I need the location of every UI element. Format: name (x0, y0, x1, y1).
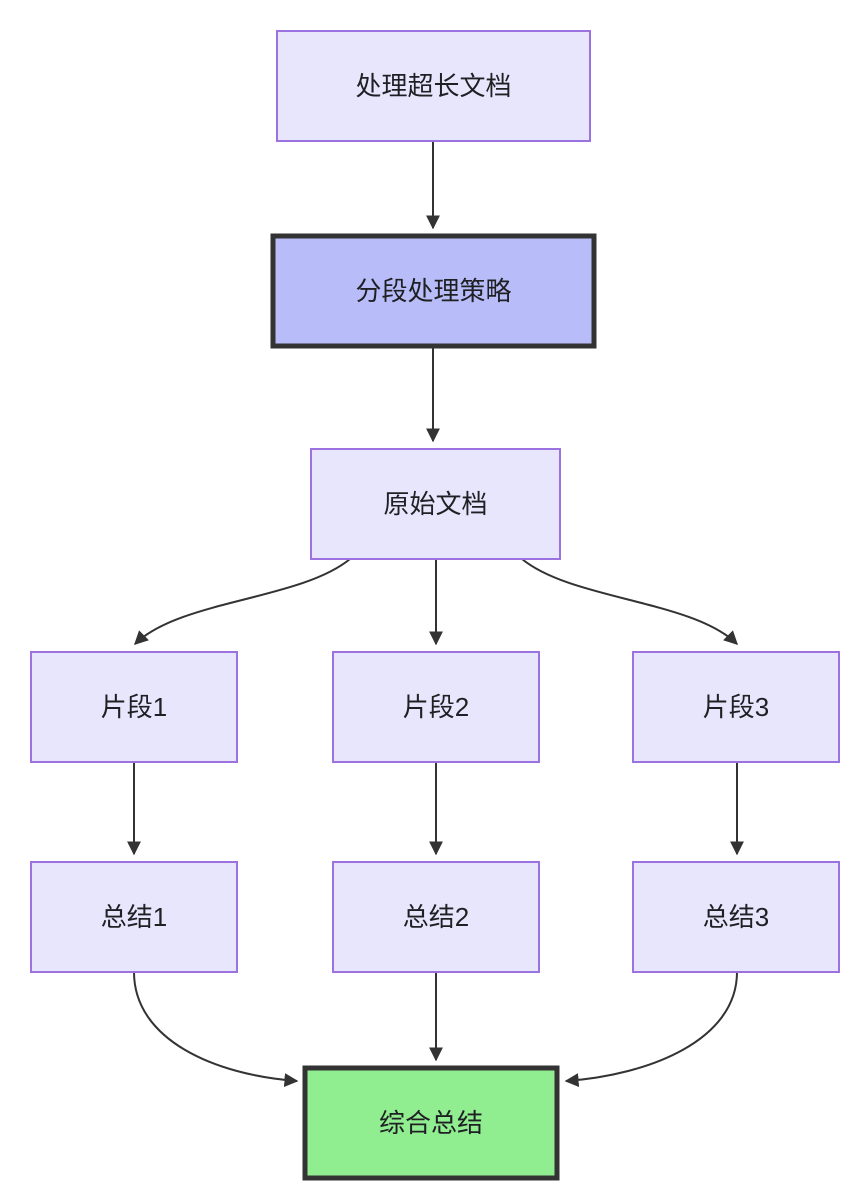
edge-n3-n4 (133, 558, 351, 645)
node-label: 原始文档 (383, 489, 487, 519)
node-label: 片段1 (101, 692, 167, 722)
node-box[interactable] (332, 861, 540, 973)
node-box[interactable] (632, 651, 840, 763)
node-box[interactable] (310, 448, 561, 560)
node-label: 总结2 (403, 902, 469, 932)
node-box[interactable] (302, 1065, 560, 1181)
node-box[interactable] (332, 651, 540, 763)
node-label: 片段2 (403, 692, 469, 722)
node-label: 分段处理策略 (355, 276, 511, 306)
node-summary-3[interactable]: 总结3 (632, 861, 840, 973)
node-label: 总结1 (101, 902, 167, 932)
node-summary-2[interactable]: 总结2 (332, 861, 540, 973)
edge-n9-n10 (564, 971, 738, 1088)
node-original-document[interactable]: 原始文档 (310, 448, 561, 560)
node-box[interactable] (270, 233, 597, 349)
edge-n7-n10 (133, 971, 299, 1088)
edge-layer (127, 141, 744, 1088)
node-box[interactable] (276, 30, 591, 142)
node-summary-1[interactable]: 总结1 (30, 861, 238, 973)
node-label: 综合总结 (379, 1108, 483, 1138)
node-fragment-1[interactable]: 片段1 (30, 651, 238, 763)
node-layer: 处理超长文档 分段处理策略 原始文档 片段1 片段2 片段3 总结1 (30, 30, 840, 1181)
node-fragment-2[interactable]: 片段2 (332, 651, 540, 763)
node-box[interactable] (632, 861, 840, 973)
node-chunking-strategy[interactable]: 分段处理策略 (270, 233, 597, 349)
node-box[interactable] (30, 651, 238, 763)
node-label: 处理超长文档 (355, 71, 511, 101)
node-label: 片段3 (703, 692, 769, 722)
edge-n3-n6 (521, 558, 739, 645)
node-fragment-3[interactable]: 片段3 (632, 651, 840, 763)
node-combined-summary[interactable]: 综合总结 (302, 1065, 560, 1181)
node-process-long-document[interactable]: 处理超长文档 (276, 30, 591, 142)
node-label: 总结3 (703, 902, 769, 932)
node-box[interactable] (30, 861, 238, 973)
